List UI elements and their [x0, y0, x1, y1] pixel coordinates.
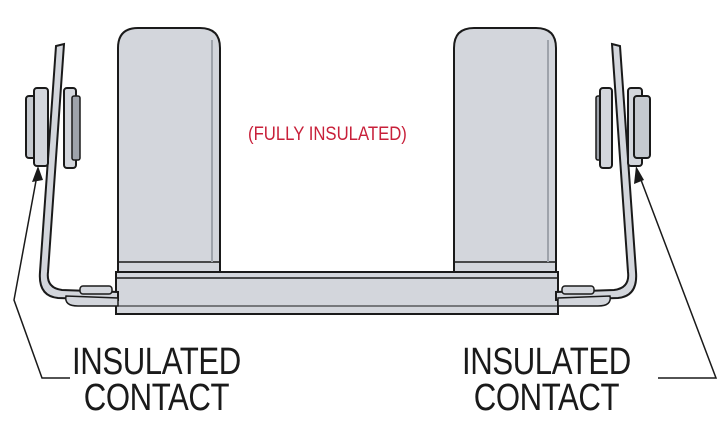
left-terminal-bracket [38, 42, 119, 307]
right-callout-line1: INSULATED [462, 341, 631, 383]
right-callout-label: INSULATED CONTACT [462, 341, 631, 419]
left-leader-arrow [13, 166, 70, 379]
left-callout-label: INSULATED CONTACT [72, 341, 241, 419]
left-fuse-clip [117, 27, 221, 273]
fully-insulated-note: (FULLY INSULATED) [248, 124, 407, 145]
right-leader-arrow [634, 166, 718, 379]
right-fuse-clip [453, 27, 557, 273]
left-callout-line1: INSULATED [72, 341, 241, 383]
right-callout-line2: CONTACT [473, 377, 620, 419]
base-plate [115, 271, 559, 315]
left-insulated-contact [25, 87, 81, 169]
left-callout-line2: CONTACT [83, 377, 230, 419]
right-terminal-bracket [555, 42, 638, 307]
right-insulated-contact [595, 87, 651, 169]
